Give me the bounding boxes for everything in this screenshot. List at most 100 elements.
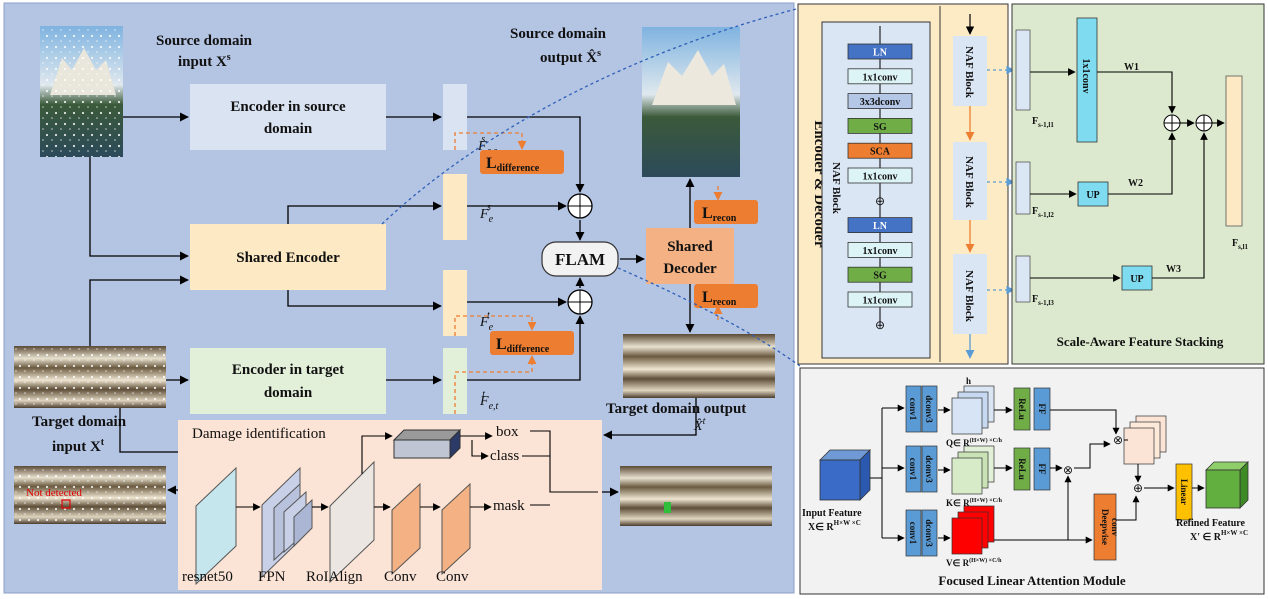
conv1-block: [905, 445, 922, 493]
encoder-target-label-2: domain: [264, 385, 313, 401]
feat-e-s-sup: s: [487, 202, 491, 213]
naf-layer-label: SG: [873, 271, 887, 282]
scale-sum-1: [1163, 114, 1181, 132]
naf-block-3: [953, 254, 987, 334]
naf-layer-sca: [847, 142, 913, 159]
dconv3-label: dconv3: [924, 519, 934, 547]
sf2-f: F: [1032, 206, 1038, 217]
layer-label-fpn: FPN: [258, 569, 286, 585]
encoder-target-label-1: Encoder in target: [232, 362, 344, 378]
dconv3-label: dconv3: [924, 455, 934, 483]
naf-layer-label: SCA: [870, 147, 891, 158]
l-diff-top-l: L: [486, 155, 497, 172]
damage-out-box: box: [496, 424, 519, 440]
feat-et-t-label: Fe,tt: [479, 389, 499, 412]
scale-1x1conv: [1076, 17, 1098, 143]
if-x: X∈ R: [808, 522, 834, 533]
q-relu-label: ReLu: [1017, 398, 1027, 420]
scale-arrows: [1030, 68, 1225, 282]
feat-es-s-sup: s: [481, 134, 485, 145]
damage-out-mask: mask: [493, 498, 525, 514]
depthwise-conv-label-1: Deepwise: [1100, 509, 1110, 545]
k-ff-label: FF: [1037, 464, 1047, 475]
l-recon-bot-l: L: [702, 289, 713, 306]
naf-layer-label: 1x1conv: [863, 72, 898, 83]
conv-layer-1: [391, 482, 421, 576]
naf-layer-stack: LN1x1conv3x3dconvSGSCA1x1conv⊕LN1x1convS…: [847, 26, 913, 332]
main-arrows: [89, 112, 697, 497]
l-recon-top-sub: recon: [713, 213, 737, 224]
naf-block-2-label: NAF Block: [963, 156, 975, 209]
input-feature-label: Input Feature: [802, 508, 862, 519]
output-feature-shape: X' ∈ RH×W ×C: [1190, 529, 1248, 543]
source-output-sup: s: [597, 48, 601, 59]
scale-w3: W3: [1166, 264, 1181, 275]
l-difference-bottom-label: Ldifference: [496, 336, 550, 355]
scale-up-1-label: UP: [1086, 190, 1099, 201]
naf-layer-1x1conv: [847, 167, 913, 184]
feat-e-t-f: F: [479, 315, 489, 330]
sf2-sub: s-1,l2: [1038, 211, 1054, 219]
dconv3-label: dconv3: [924, 395, 934, 423]
naf-layer-label: 3x3dconv: [860, 97, 901, 108]
feat-et-t-f: F: [479, 394, 489, 409]
source-input-sup: s: [227, 52, 231, 63]
conv1-block: [905, 385, 922, 433]
if-sup: H×W ×C: [834, 519, 861, 527]
v-sup: (H×W) ×C/h: [969, 557, 1002, 564]
source-output-image: [642, 27, 740, 177]
otimes-node-1: ⊗: [1063, 463, 1073, 477]
shared-encoder-box: [190, 224, 386, 290]
scale-up-2-label: UP: [1130, 274, 1143, 285]
sum-node-top: [567, 193, 593, 219]
conv1-label: conv1: [908, 458, 918, 481]
damage-out-class: class: [490, 448, 519, 464]
q-ff: [1033, 387, 1051, 431]
so-f: F: [1232, 238, 1238, 249]
output-feature-label: Refined Feature: [1176, 518, 1246, 529]
encoder-source-label-1: Encoder in source: [230, 99, 346, 115]
not-detected-image: [14, 466, 166, 524]
oplus-node: ⊕: [1133, 481, 1143, 495]
roialign-layer: [329, 460, 375, 584]
naf-layer-1x1conv: [847, 291, 913, 308]
source-input-sub: input Xs: [178, 52, 231, 70]
linear-label: Linear: [1179, 479, 1189, 505]
naf-layer-ln: [847, 217, 913, 234]
output-feature-cube: [1205, 461, 1249, 509]
naf-to-scale-links: [987, 65, 1015, 295]
naf-sum-node: ⊕: [875, 194, 885, 208]
sf3-sub: s-1,l3: [1038, 299, 1054, 307]
naf-column-label: NAF Block: [830, 162, 842, 215]
l-recon-bottom-label: Lrecon: [702, 289, 737, 308]
scale-feature-3: [1015, 255, 1031, 303]
resnet50-layer: [195, 466, 237, 586]
scale-feature-1: [1015, 29, 1031, 111]
conv1-block: [905, 509, 922, 557]
xhat-t-x: X̂: [693, 418, 703, 434]
naf-block-1: [953, 36, 987, 106]
scale-w1: W1: [1124, 62, 1139, 73]
naf-layer-1x1conv: [847, 241, 913, 258]
scale-sum-2: [1195, 114, 1213, 132]
naf-layer-1x1conv: [847, 68, 913, 85]
feat-e-s-label: Fes: [479, 202, 494, 225]
l-recon-top: [694, 200, 758, 224]
feat-e-s-sub: e: [489, 214, 494, 225]
source-output-x: output X̂: [540, 49, 597, 66]
shared-decoder-label-1: Shared: [667, 239, 713, 255]
scale-up-1: [1077, 181, 1109, 207]
flam-module-title: Focused Linear Attention Module: [938, 573, 1125, 588]
k-stack: [951, 445, 995, 495]
q-ff-label: FF: [1037, 404, 1047, 415]
scale-title: Scale-Aware Feature Stacking: [1057, 334, 1224, 349]
l-diff-bot-l: L: [496, 336, 507, 353]
flam-node: [541, 241, 619, 277]
encoder-target-box: [190, 348, 386, 414]
q-sup: (H×W) ×C/h: [970, 437, 1003, 444]
naf-layer-label: LN: [873, 48, 888, 59]
naf-block-column: NAF Block NAF Block NAF Block: [953, 14, 987, 359]
l-difference-top-label: Ldifference: [486, 155, 540, 174]
depthwise-conv: [1093, 493, 1117, 561]
